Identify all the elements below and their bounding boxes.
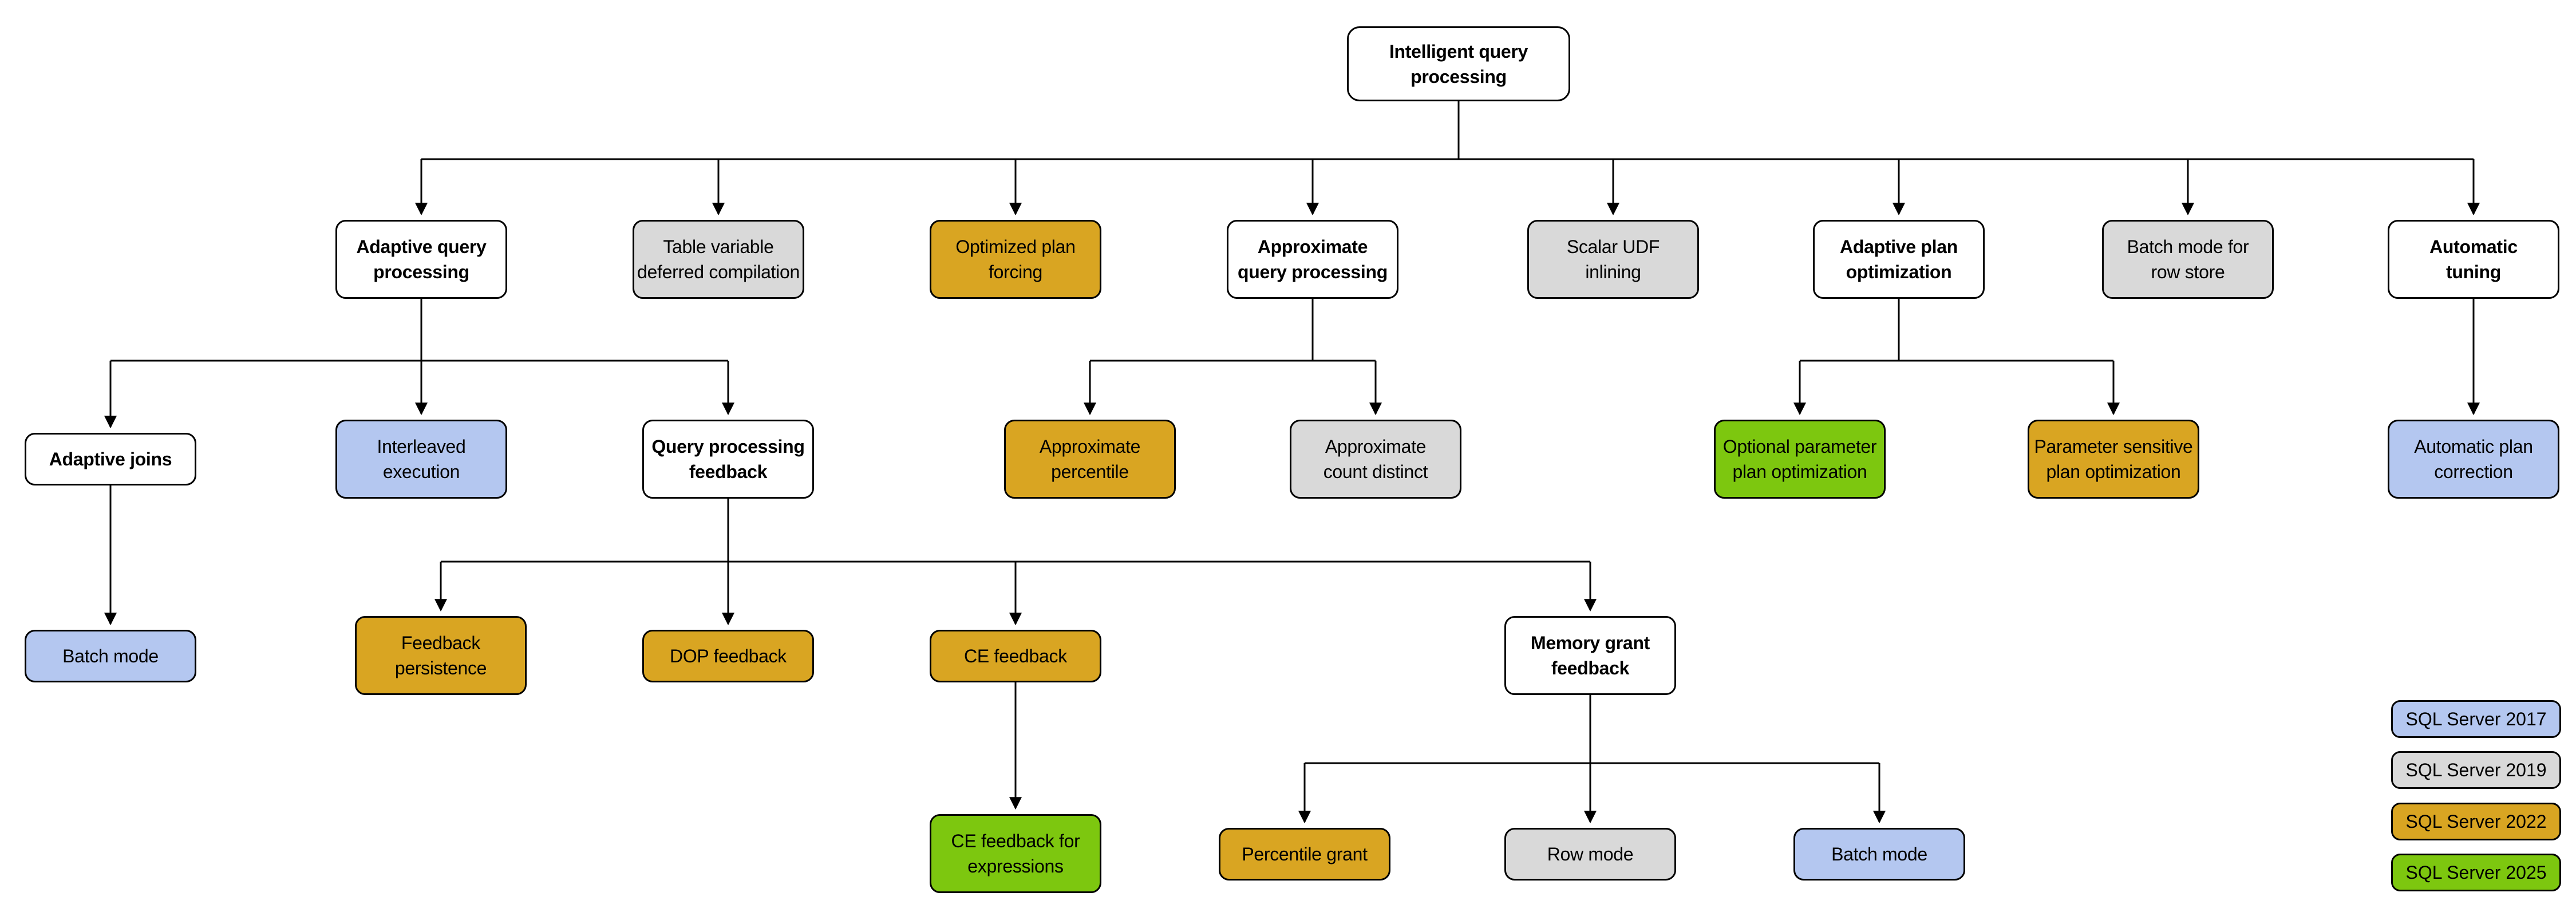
legend-label: SQL Server 2022 bbox=[2405, 811, 2547, 832]
node-label: Interleaved execution bbox=[377, 436, 466, 482]
node-label: Row mode bbox=[1547, 844, 1634, 864]
node-label: Query processing feedback bbox=[651, 436, 805, 482]
node-label: Feedback persistence bbox=[394, 633, 487, 678]
node-feedback-persistence: Feedback persistence bbox=[355, 616, 527, 695]
node-label: Parameter sensitive plan optimization bbox=[2034, 436, 2193, 482]
legend-label: SQL Server 2019 bbox=[2405, 759, 2547, 780]
node-batch-mode-memory-grant: Batch mode bbox=[1793, 828, 1965, 881]
node-batch-mode-for-row-store: Batch mode for row store bbox=[2102, 220, 2274, 299]
node-memory-grant-feedback: Memory grant feedback bbox=[1504, 616, 1676, 695]
node-adaptive-plan-optimization: Adaptive plan optimization bbox=[1813, 220, 1985, 299]
node-label: Batch mode for row store bbox=[2127, 236, 2249, 282]
node-scalar-udf-inlining: Scalar UDF inlining bbox=[1527, 220, 1699, 299]
node-label: Adaptive joins bbox=[49, 449, 172, 469]
node-automatic-plan-correction: Automatic plan correction bbox=[2388, 420, 2559, 499]
node-approximate-count-distinct: Approximate count distinct bbox=[1290, 420, 1461, 499]
node-parameter-sensitive-plan-optimization: Parameter sensitive plan optimization bbox=[2028, 420, 2199, 499]
legend-item-sql-server-2022: SQL Server 2022 bbox=[2391, 803, 2561, 840]
node-label: Approximate percentile bbox=[1039, 436, 1141, 482]
node-label: Scalar UDF inlining bbox=[1566, 236, 1660, 282]
node-adaptive-joins: Adaptive joins bbox=[25, 433, 196, 485]
node-ce-feedback-for-expressions: CE feedback for expressions bbox=[930, 814, 1101, 893]
node-approximate-percentile: Approximate percentile bbox=[1004, 420, 1176, 499]
node-label: DOP feedback bbox=[670, 646, 787, 666]
node-label: Adaptive query processing bbox=[356, 236, 487, 282]
node-label: Percentile grant bbox=[1242, 844, 1368, 864]
node-label: Approximate query processing bbox=[1238, 236, 1388, 282]
node-percentile-grant: Percentile grant bbox=[1219, 828, 1390, 881]
legend-label: SQL Server 2025 bbox=[2405, 862, 2547, 883]
legend-item-sql-server-2025: SQL Server 2025 bbox=[2391, 854, 2561, 891]
node-label: Optimized plan forcing bbox=[955, 236, 1076, 282]
node-label: Intelligent query processing bbox=[1389, 41, 1528, 87]
node-dop-feedback: DOP feedback bbox=[642, 630, 814, 682]
node-ce-feedback: CE feedback bbox=[930, 630, 1101, 682]
node-intelligent-query-processing: Intelligent query processing bbox=[1347, 26, 1570, 101]
node-interleaved-execution: Interleaved execution bbox=[335, 420, 507, 499]
node-batch-mode-adaptive-joins: Batch mode bbox=[25, 630, 196, 682]
node-table-variable-deferred-compilation: Table variable deferred compilation bbox=[633, 220, 804, 299]
legend-item-sql-server-2017: SQL Server 2017 bbox=[2391, 700, 2561, 738]
node-label: Adaptive plan optimization bbox=[1840, 236, 1958, 282]
node-approximate-query-processing: Approximate query processing bbox=[1227, 220, 1398, 299]
node-optimized-plan-forcing: Optimized plan forcing bbox=[930, 220, 1101, 299]
node-label: Approximate count distinct bbox=[1323, 436, 1428, 482]
legend-label: SQL Server 2017 bbox=[2405, 708, 2547, 729]
node-optional-parameter-plan-optimization: Optional parameter plan optimization bbox=[1714, 420, 1886, 499]
node-label: Memory grant feedback bbox=[1531, 633, 1650, 678]
node-label: Table variable deferred compilation bbox=[637, 236, 800, 282]
node-label: Batch mode bbox=[62, 646, 159, 666]
legend-item-sql-server-2019: SQL Server 2019 bbox=[2391, 751, 2561, 789]
node-label: Batch mode bbox=[1831, 844, 1927, 864]
node-adaptive-query-processing: Adaptive query processing bbox=[335, 220, 507, 299]
node-label: CE feedback bbox=[964, 646, 1067, 666]
node-label: Automatic plan correction bbox=[2414, 436, 2533, 482]
node-query-processing-feedback: Query processing feedback bbox=[642, 420, 814, 499]
node-label: CE feedback for expressions bbox=[951, 831, 1080, 876]
node-label: Optional parameter plan optimization bbox=[1722, 436, 1877, 482]
node-row-mode: Row mode bbox=[1504, 828, 1676, 881]
node-label: Automatic tuning bbox=[2429, 236, 2518, 282]
node-automatic-tuning: Automatic tuning bbox=[2388, 220, 2559, 299]
